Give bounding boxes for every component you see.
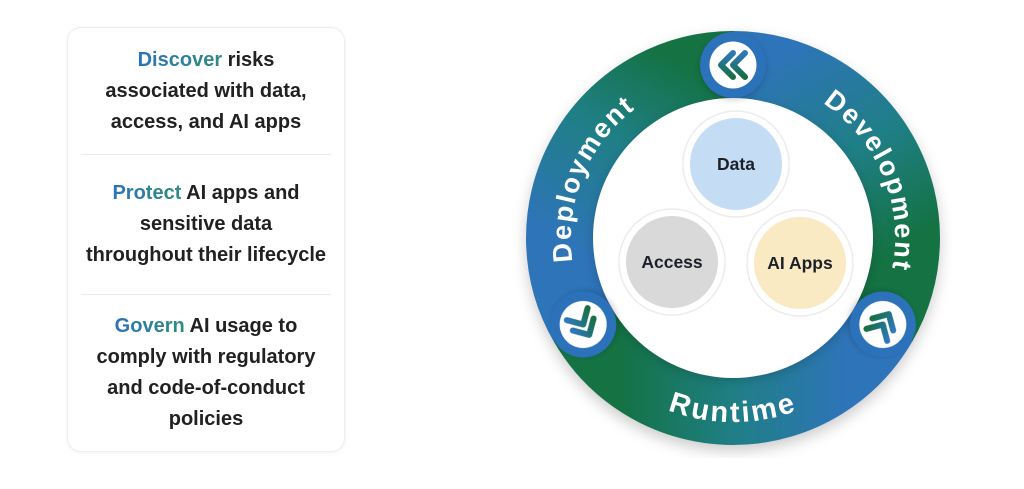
ring-segment-development (732, 31, 940, 342)
govern-keyword: Govern (114, 315, 185, 337)
node-ai-apps: AI Apps (746, 209, 854, 317)
protect-section: Protect AI apps and sensitive data throu… (68, 155, 344, 294)
card-text-line: Discover risks (78, 45, 334, 76)
node-access: Access (618, 208, 726, 316)
access-circle (626, 216, 718, 308)
protect-keyword: Protect (112, 182, 182, 204)
ai-apps-circle (754, 217, 846, 309)
node-data: Data (682, 110, 790, 218)
section-divider (81, 294, 331, 295)
card-text: AI usage to (184, 315, 298, 337)
data-label: Data (717, 154, 755, 174)
card-text-line: access, and AI apps (110, 110, 302, 133)
card-text-line: sensitive data (139, 213, 273, 235)
discover-keyword: Discover (137, 48, 223, 71)
cycle-badge-top (700, 32, 766, 98)
ring-segment-runtime (553, 306, 913, 445)
card-text: AI apps and (181, 182, 300, 204)
access-label: Access (641, 252, 703, 272)
card-text-line: throughout their lifecycle (85, 244, 327, 266)
card-text-line: comply with regulatory (96, 346, 316, 368)
double-chevron-down-right-icon (563, 305, 597, 338)
card-text-line: associated with data, (105, 79, 307, 102)
section-divider (81, 154, 331, 155)
double-chevron-up-right-icon (863, 311, 897, 344)
lifecycle-ring (526, 31, 940, 445)
card-text-line: Govern AI usage to (78, 311, 334, 342)
card-text-line: Protect AI apps and (78, 178, 334, 209)
cycle-badge-lower-left (550, 291, 617, 358)
card-text: risks (222, 48, 275, 71)
card-text-line: and code-of-conduct (107, 377, 305, 399)
cycle-badge-lower-right (849, 291, 916, 358)
discover-section: Discover risks associated with data, acc… (68, 28, 344, 154)
summary-card: Discover risks associated with data, acc… (67, 27, 345, 452)
govern-section: Govern AI usage to comply with regulator… (68, 295, 344, 451)
data-circle (690, 118, 782, 210)
card-text-line: policies (168, 408, 244, 430)
ring-segment-deployment (526, 31, 734, 342)
ai-apps-label: AI Apps (767, 253, 833, 273)
ai-lifecycle-ring-diagram: Data Access AI Apps Deployment Developme… (526, 31, 940, 445)
double-chevron-left-icon (718, 50, 748, 80)
